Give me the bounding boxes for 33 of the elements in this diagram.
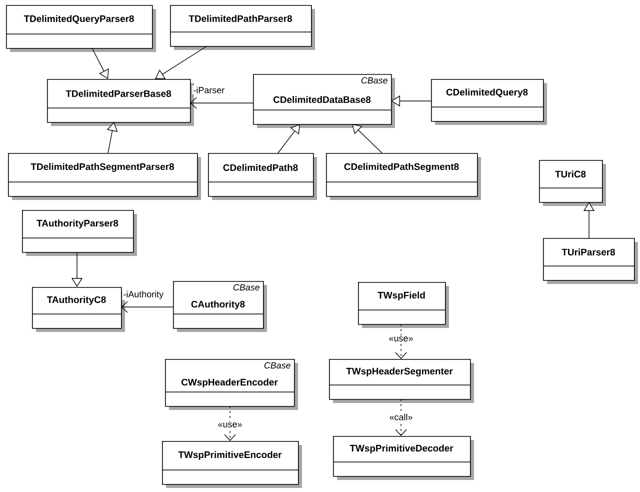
edge-label: «use» xyxy=(216,422,244,428)
arrow xyxy=(121,301,174,313)
arrow xyxy=(190,97,254,109)
class-box: TWspHeaderSegmenter xyxy=(328,359,474,403)
class-box: TDelimitedPathSegmentParser8 xyxy=(8,153,201,200)
edge-label: -iParser xyxy=(192,86,226,94)
edge-label: «use» xyxy=(388,336,414,342)
class-box: TWspPrimitiveEncoder xyxy=(162,441,302,488)
class-box: CBase CWspHeaderEncoder xyxy=(164,359,298,410)
class-box: CDelimitedQuery8 xyxy=(430,79,547,125)
class-box: CDelimitedPathSegment8 xyxy=(326,153,481,200)
class-box: CBase CAuthority8 xyxy=(172,281,267,332)
class-box: TAuthorityParser8 xyxy=(22,210,137,256)
class-box: TDelimitedParserBase8 xyxy=(46,79,194,126)
arrow xyxy=(395,324,407,359)
arrow xyxy=(395,398,407,436)
class-box: TWspField xyxy=(358,282,449,328)
class-box: TUriC8 xyxy=(538,160,606,206)
arrow xyxy=(155,46,208,79)
arrow xyxy=(352,124,382,154)
arrow xyxy=(92,48,109,79)
class-box: CDelimitedPath8 xyxy=(208,153,317,200)
class-box: TAuthorityC8 xyxy=(32,287,125,332)
class-box: CBase CDelimitedDataBase8 xyxy=(252,74,395,128)
arrow xyxy=(106,122,118,154)
class-box: TWspPrimitiveDecoder xyxy=(332,436,474,480)
edge-label: «call» xyxy=(388,412,414,422)
edge-label: -iAuthority xyxy=(122,290,165,300)
class-box: TDelimitedPathParser8 xyxy=(170,5,315,50)
arrow xyxy=(224,406,236,441)
class-box: TUriParser8 xyxy=(542,238,638,284)
class-box: TDelimitedQueryParser8 xyxy=(6,5,156,52)
arrow xyxy=(278,124,300,154)
